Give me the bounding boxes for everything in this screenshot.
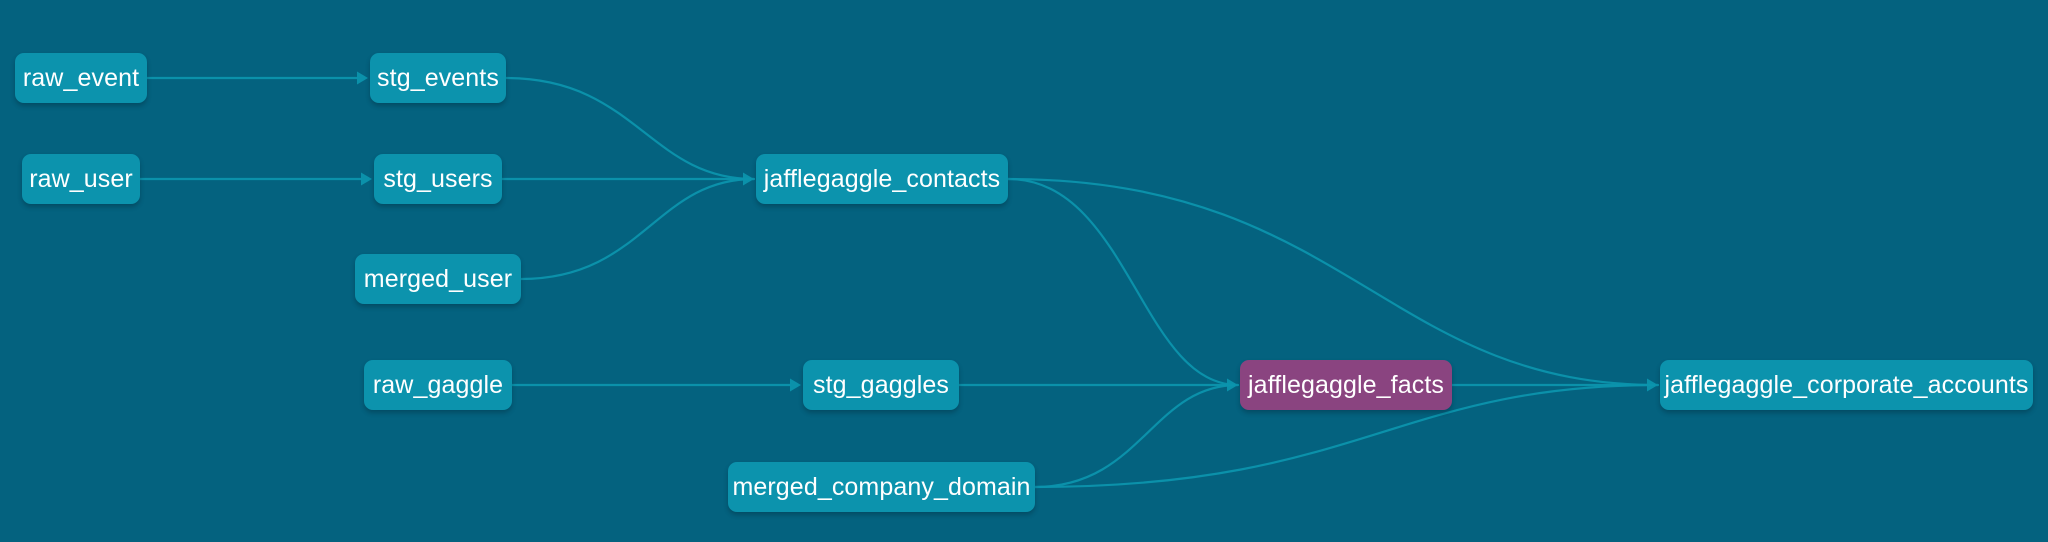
- node-label: raw_event: [22, 63, 140, 92]
- arrowhead-icon: [743, 172, 754, 186]
- node-merged_company_domain[interactable]: merged_company_domain: [728, 462, 1035, 512]
- node-label: raw_user: [29, 164, 133, 193]
- edge-merged_user-to-jafflegaggle_contacts: [519, 177, 756, 281]
- node-stg_users[interactable]: stg_users: [374, 154, 502, 204]
- node-label: raw_gaggle: [372, 370, 504, 399]
- node-raw_event[interactable]: raw_event: [15, 53, 147, 103]
- node-label: merged_company_domain: [732, 472, 1031, 501]
- edge-jafflegaggle_contacts-to-jafflegaggle_facts: [1006, 177, 1240, 387]
- node-stg_events[interactable]: stg_events: [370, 53, 506, 103]
- node-jafflegaggle_corporate_accounts[interactable]: jafflegaggle_corporate_accounts: [1660, 360, 2033, 410]
- arrowhead-icon: [790, 378, 801, 392]
- node-label: merged_user: [363, 264, 513, 293]
- node-jafflegaggle_contacts[interactable]: jafflegaggle_contacts: [756, 154, 1008, 204]
- arrowhead-icon: [1647, 378, 1658, 392]
- edge-stg_events-to-jafflegaggle_contacts: [504, 76, 756, 181]
- edge-jafflegaggle_contacts-to-jafflegaggle_corporate_accounts: [1006, 177, 1660, 387]
- node-label: stg_users: [383, 164, 493, 193]
- edge-merged_company_domain-to-jafflegaggle_facts: [1033, 383, 1240, 489]
- node-raw_user[interactable]: raw_user: [22, 154, 140, 204]
- node-jafflegaggle_facts[interactable]: jafflegaggle_facts: [1240, 360, 1452, 410]
- node-merged_user[interactable]: merged_user: [355, 254, 521, 304]
- arrowhead-icon: [357, 71, 368, 85]
- node-label: jafflegaggle_corporate_accounts: [1664, 370, 2029, 399]
- node-raw_gaggle[interactable]: raw_gaggle: [364, 360, 512, 410]
- arrowhead-icon: [361, 172, 372, 186]
- node-label: stg_events: [377, 63, 499, 92]
- node-label: stg_gaggles: [813, 370, 949, 399]
- node-stg_gaggles[interactable]: stg_gaggles: [803, 360, 959, 410]
- node-label: jafflegaggle_facts: [1248, 370, 1444, 399]
- node-label: jafflegaggle_contacts: [763, 164, 1001, 193]
- arrowhead-icon: [1227, 378, 1238, 392]
